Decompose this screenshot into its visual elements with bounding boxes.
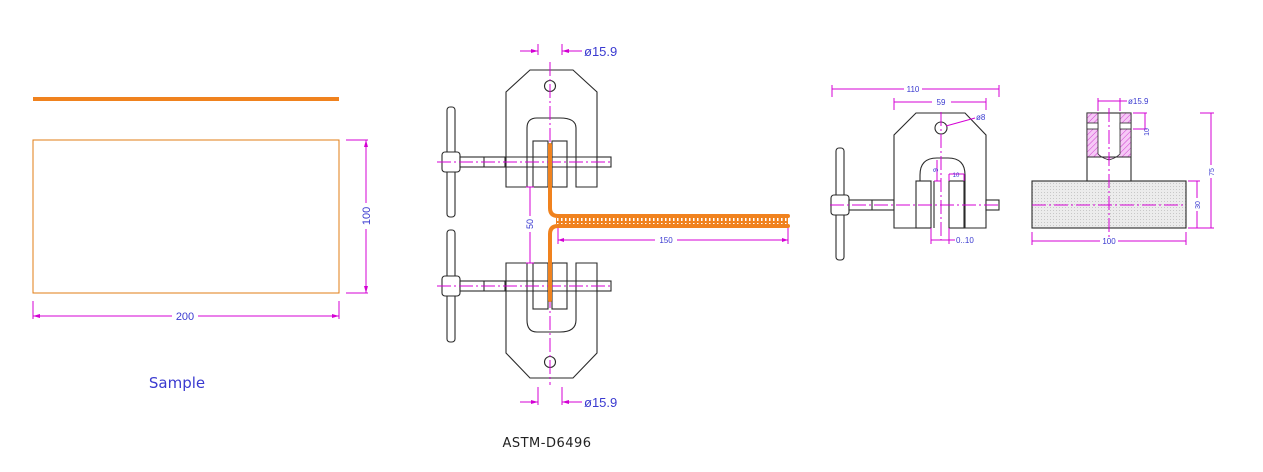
side-depth-label: 10 — [1144, 128, 1151, 136]
front-jaw-width-dimension: 10 — [948, 173, 965, 181]
sample-width-dimension: 200 — [32, 301, 340, 323]
top-clamp: ø15.9 — [437, 44, 617, 218]
front-jaw-gap-label: 0..10 — [956, 236, 974, 245]
bottom-hole-dimension: ø15.9 — [520, 387, 617, 410]
assembly-view: ø15.9 ø15.9 — [437, 44, 790, 451]
sample-height-label: 100 — [361, 207, 373, 225]
tail-length-label: 150 — [659, 236, 673, 245]
sample-height-dimension: 100 — [346, 139, 373, 294]
front-slot-depth-label: 9 — [933, 168, 940, 172]
front-jaw-width-label: 10 — [953, 173, 960, 179]
front-overall-width-label: 110 — [907, 85, 920, 94]
side-base-height-label: 30 — [1195, 201, 1202, 209]
front-body-width-label: 59 — [937, 98, 946, 107]
side-hole-label: ø15.9 — [1128, 97, 1149, 106]
clamp-side-view: ø15.9 10 75 30 100 — [1031, 97, 1216, 246]
front-jaw-gap-dimension: 0..10 — [930, 228, 974, 245]
top-hole-dimension: ø15.9 — [520, 44, 617, 59]
specimen — [548, 143, 790, 302]
front-hole-label: ø8 — [976, 113, 986, 122]
specimen-upper-leg — [548, 143, 790, 218]
sample-width-label: 200 — [176, 311, 194, 323]
gap-label: 50 — [525, 219, 535, 229]
front-slot-depth-dimension: 9 — [933, 160, 941, 182]
tail-length-dimension: 150 — [557, 228, 789, 245]
top-hole-label: ø15.9 — [584, 44, 617, 59]
side-height-dimension: 75 — [1200, 112, 1216, 229]
bottom-clamp-body — [505, 262, 598, 379]
gap-dimension: 50 — [524, 186, 536, 264]
specimen-lower-leg — [548, 224, 790, 302]
front-hole-dimension: ø8 — [945, 113, 986, 127]
bottom-hole-label: ø15.9 — [584, 395, 617, 410]
bottom-clamp: ø15.9 — [437, 229, 617, 410]
side-depth-dimension: 10 — [1133, 112, 1151, 136]
side-base-height-dimension: 30 — [1188, 180, 1202, 229]
side-base-width-label: 100 — [1102, 237, 1116, 246]
side-height-label: 75 — [1209, 168, 1216, 176]
specimen-tail-texture — [556, 218, 788, 224]
side-base-width-dimension: 100 — [1031, 232, 1187, 246]
side-hole-dimension: ø15.9 — [1097, 97, 1149, 111]
clamp-front-view: 110 59 ø8 9 10 0..10 — [830, 85, 1000, 261]
top-jaw-right — [551, 140, 568, 188]
sample-view: 100 200 Sample — [32, 97, 373, 392]
top-jaw-left — [532, 140, 549, 188]
front-body-width-dimension: 59 — [893, 98, 987, 110]
sample-label: Sample — [149, 374, 205, 392]
top-clamp-body — [505, 69, 598, 188]
sample-rectangle — [32, 139, 340, 294]
front-overall-width-dimension: 110 — [831, 85, 1000, 97]
standard-title: ASTM-D6496 — [502, 436, 591, 451]
